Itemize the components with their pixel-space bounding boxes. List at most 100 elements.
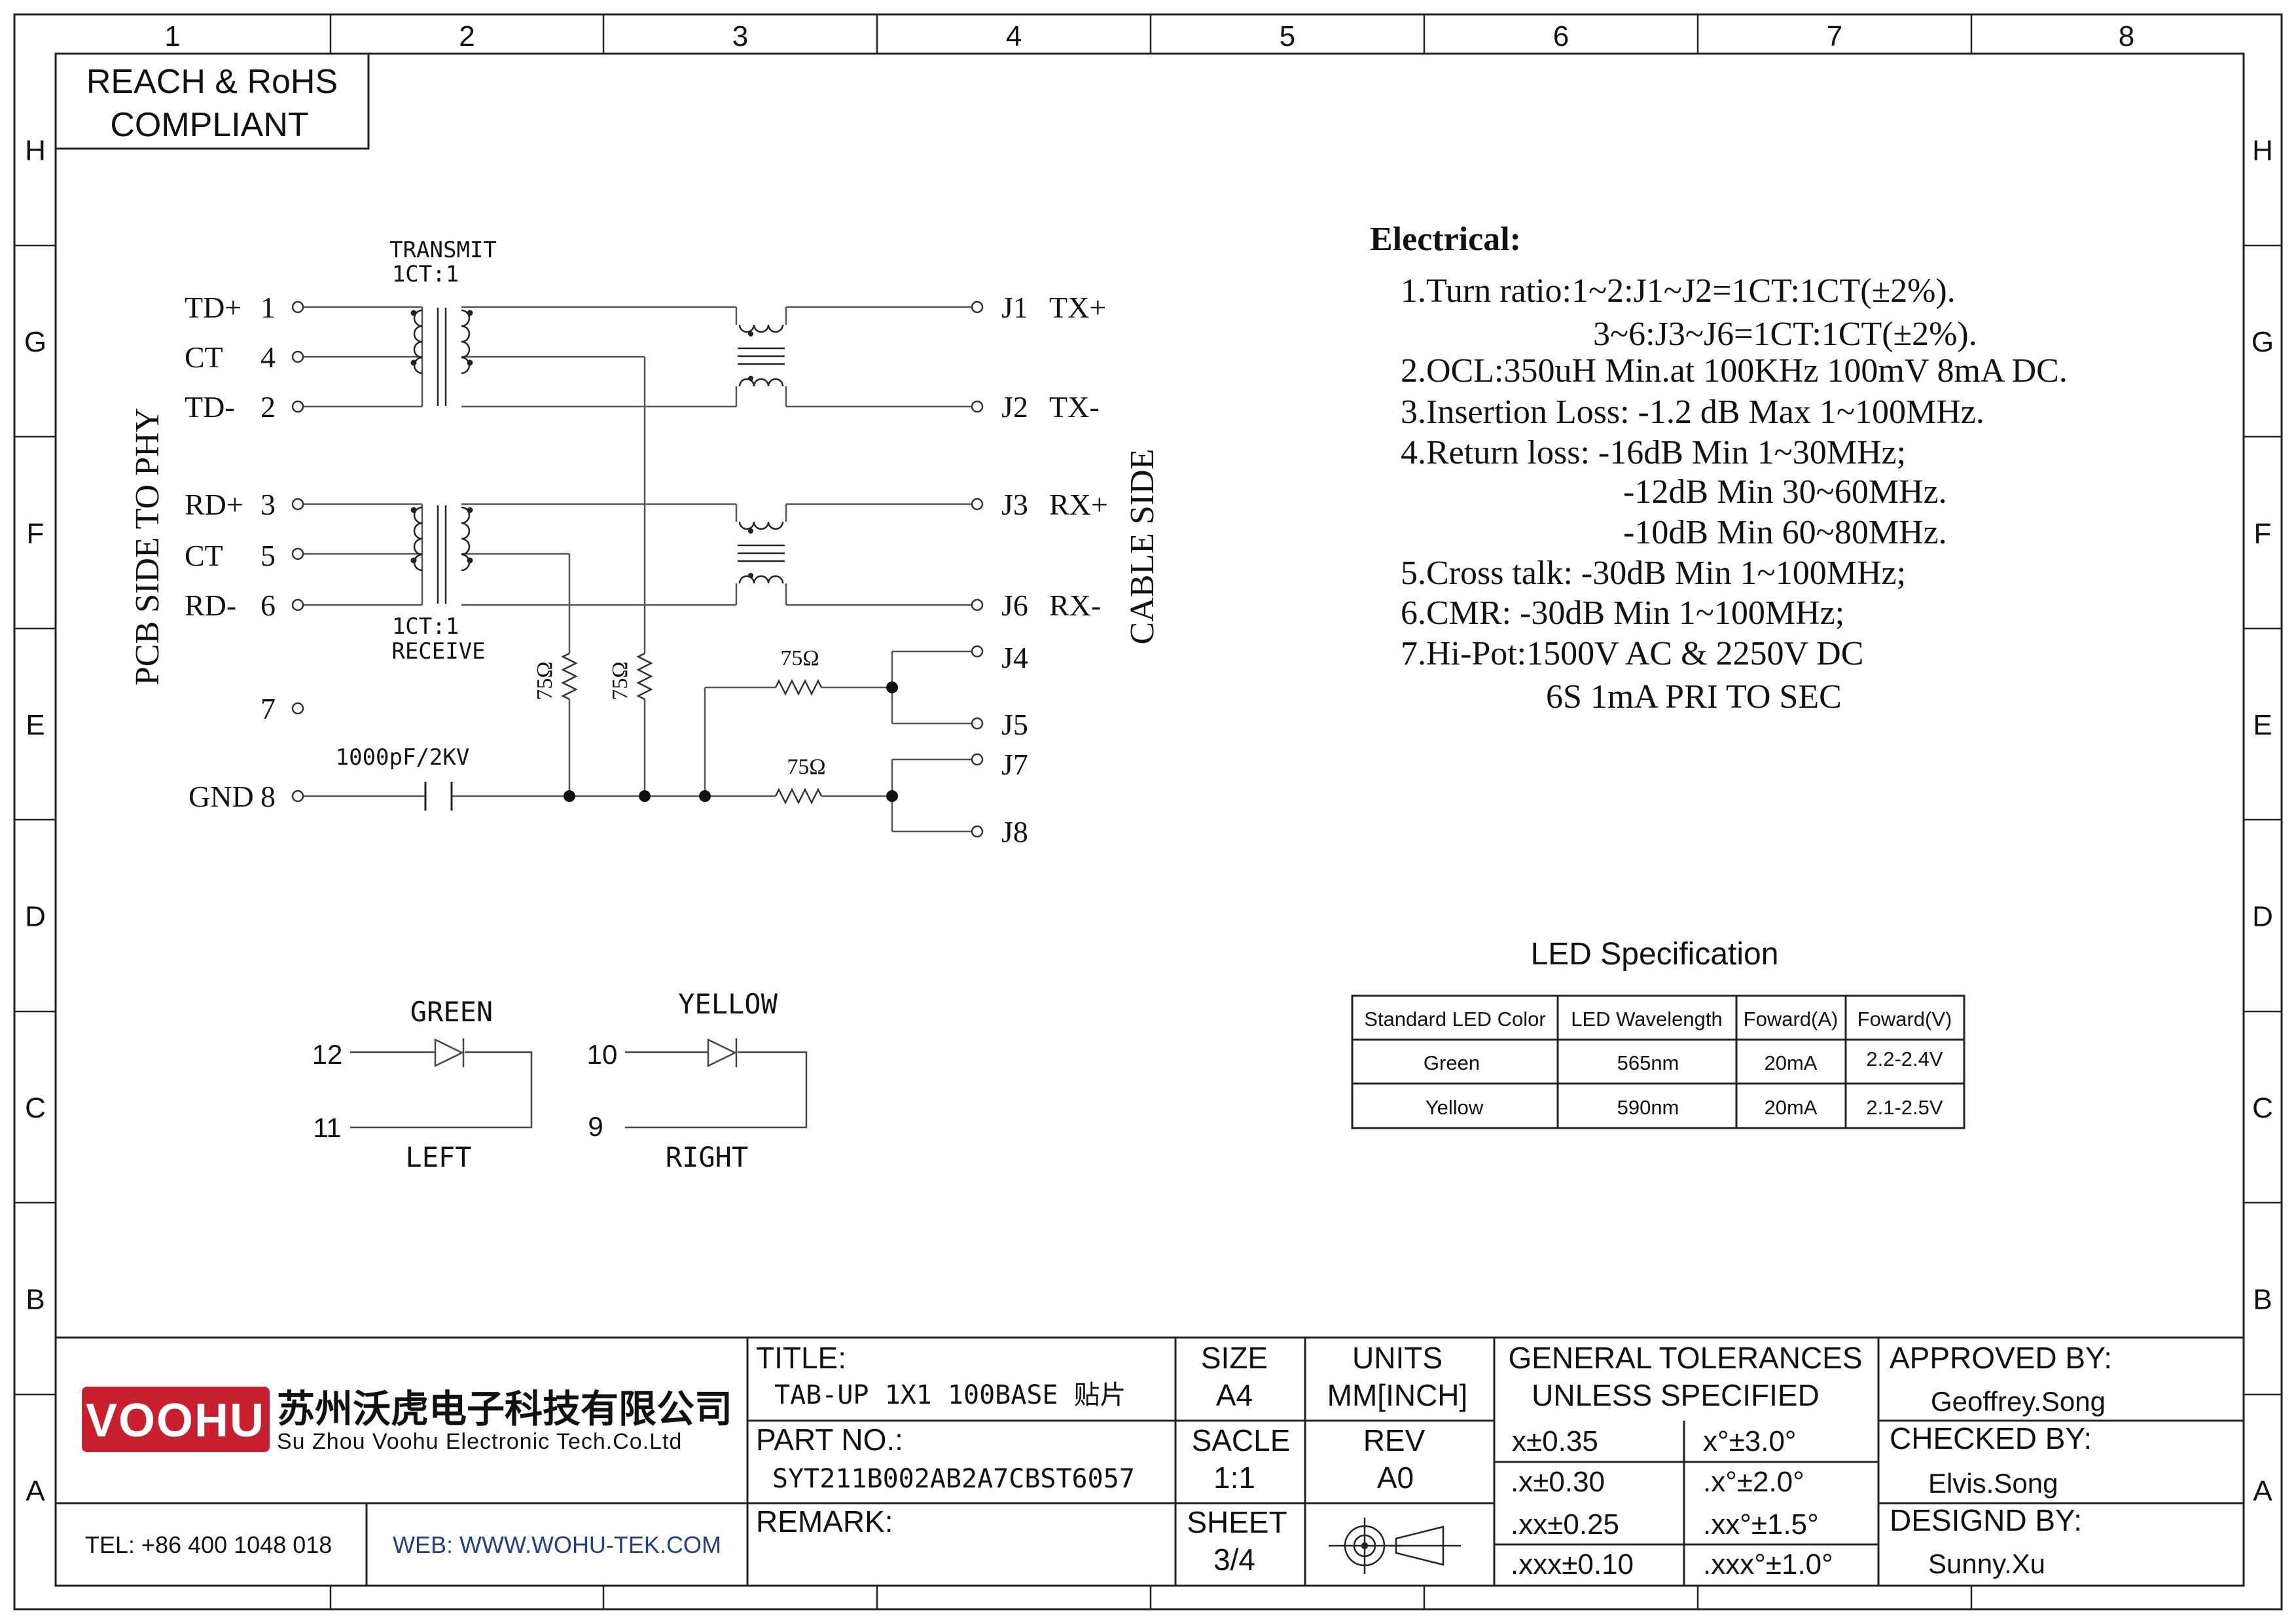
led-yellow-circuit: YELLOW 10 9 RIGHT xyxy=(587,988,808,1173)
voohu-logo-text: VOOHU xyxy=(86,1395,265,1447)
company-name-en: Su Zhou Voohu Electronic Tech.Co.Ltd xyxy=(277,1429,682,1454)
jack-j3-name: RX+ xyxy=(1049,488,1108,521)
jack-j2-number: J2 xyxy=(1001,390,1028,424)
led-green-circuit: GREEN 12 11 LEFT xyxy=(312,996,533,1173)
pin-terminals xyxy=(291,301,984,838)
electrical-line-4: 3.Insertion Loss: -1.2 dB Max 1~100MHz. xyxy=(1401,393,1984,431)
led-spec-cell: Yellow xyxy=(1426,1096,1484,1119)
pin-8-number: 8 xyxy=(260,780,276,813)
magnetics-schematic: PCB SIDE TO PHY CABLE SIDE TRANSMIT 1CT:… xyxy=(129,237,1161,848)
projection-symbol-icon xyxy=(1329,1518,1461,1574)
frame-grid-ticks xyxy=(14,14,2282,1609)
pin-gnd-name: GND xyxy=(188,780,254,813)
size-label: SIZE xyxy=(1201,1341,1268,1375)
frame-row-label-left: D xyxy=(25,901,46,933)
jack-j6-number: J6 xyxy=(1001,589,1028,622)
jack-j1-number: J1 xyxy=(1001,291,1028,324)
receive-ratio-label: 1CT:1 xyxy=(392,613,459,640)
part-no-value: SYT211B002AB2A7CBST6057 xyxy=(772,1464,1135,1494)
pin-td-plus-name: TD+ xyxy=(185,291,242,324)
led-green-pin-b: 11 xyxy=(313,1112,342,1143)
frame-row-label-right: C xyxy=(2252,1092,2273,1124)
led-spec-table: LED Specification Standard LED Color LED… xyxy=(1351,937,1965,1129)
title-label: TITLE: xyxy=(756,1341,846,1375)
frame-row-label-left: B xyxy=(26,1284,45,1316)
remark-label: REMARK: xyxy=(756,1504,893,1539)
frame-column-label: 5 xyxy=(1280,20,1295,52)
led-spec-cell: 20mA xyxy=(1765,1096,1818,1119)
resistors xyxy=(561,652,823,805)
receive-label: RECEIVE xyxy=(391,638,485,665)
frame-row-label-left: C xyxy=(25,1092,46,1124)
led-yellow-label: YELLOW xyxy=(678,988,778,1020)
led-yellow-pin-b: 9 xyxy=(588,1111,603,1142)
frame-row-label-left: H xyxy=(25,135,46,167)
transmit-label: TRANSMIT xyxy=(389,237,497,263)
pin-ct-rx-name: CT xyxy=(185,539,223,572)
general-tolerances-label: GENERAL TOLERANCES xyxy=(1508,1341,1862,1375)
jack-j1-name: TX+ xyxy=(1049,291,1106,324)
website: WEB: WWW.WOHU-TEK.COM xyxy=(393,1531,721,1558)
led-spec-cell: 590nm xyxy=(1617,1096,1679,1119)
frame-row-label-right: H xyxy=(2252,135,2273,167)
pin-6-number: 6 xyxy=(260,589,276,622)
telephone: TEL: +86 400 1048 018 xyxy=(85,1531,332,1558)
tolerance-linear-2: .xx±0.25 xyxy=(1511,1508,1619,1541)
sheet-label: SHEET xyxy=(1187,1505,1287,1539)
frame-row-label-right: G xyxy=(2251,326,2274,358)
led-spec-header-wavelength: LED Wavelength xyxy=(1571,1008,1722,1030)
frame-row-label-right: B xyxy=(2253,1284,2272,1316)
pin-1-number: 1 xyxy=(260,291,276,324)
electrical-line-10: 7.Hi-Pot:1500V AC & 2250V DC xyxy=(1401,635,1863,672)
approved-by-label: APPROVED BY: xyxy=(1890,1341,2112,1375)
led-spec-header-forward-v: Foward(V) xyxy=(1857,1008,1952,1030)
sheet-value: 3/4 xyxy=(1213,1542,1255,1577)
jack-j3-number: J3 xyxy=(1001,488,1028,521)
electrical-line-2: 3~6:J3~J6=1CT:1CT(±2%). xyxy=(1593,316,1977,353)
led-spec-cell: 565nm xyxy=(1617,1051,1679,1074)
jack-j5-number: J5 xyxy=(1001,708,1028,741)
checked-by-label: CHECKED BY: xyxy=(1890,1421,2092,1455)
title-block: VOOHU 苏州沃虎电子科技有限公司 Su Zhou Voohu Electro… xyxy=(56,1336,2244,1586)
electrical-line-5: 4.Return loss: -16dB Min 1~30MHz; xyxy=(1401,434,1906,471)
jack-j8-number: J8 xyxy=(1001,815,1028,848)
units-value: MM[INCH] xyxy=(1327,1378,1468,1412)
scale-value: 1:1 xyxy=(1213,1461,1255,1495)
led-green-label: GREEN xyxy=(410,996,493,1028)
electrical-line-9: 6.CMR: -30dB Min 1~100MHz; xyxy=(1401,594,1844,632)
resistor-2-label: 75Ω xyxy=(608,661,632,700)
pin-7-number: 7 xyxy=(260,692,276,725)
voohu-logo: VOOHU xyxy=(82,1387,270,1452)
pin-rd-plus-name: RD+ xyxy=(185,488,243,521)
tolerance-linear-3: .xxx±0.10 xyxy=(1511,1548,1634,1580)
led-spec-header-color: Standard LED Color xyxy=(1364,1008,1545,1030)
frame-row-label-left: G xyxy=(24,326,46,358)
transmit-ratio-label: 1CT:1 xyxy=(392,261,459,287)
frame-column-label: 2 xyxy=(459,20,475,52)
jack-j7-number: J7 xyxy=(1001,748,1028,781)
electrical-line-6: -12dB Min 30~60MHz. xyxy=(1623,473,1947,511)
frame-row-label-left: E xyxy=(26,709,45,741)
tolerance-angular-1: .x°±2.0° xyxy=(1703,1466,1804,1498)
pin-ct-tx-name: CT xyxy=(185,340,223,374)
jack-j2-name: TX- xyxy=(1049,390,1100,424)
compliance-line-2: COMPLIANT xyxy=(110,106,308,144)
led-spec-cell: 2.1-2.5V xyxy=(1866,1096,1943,1119)
approved-by-value: Geoffrey.Song xyxy=(1931,1386,2106,1417)
cable-side-label: CABLE SIDE xyxy=(1124,449,1161,645)
frame-column-label: 1 xyxy=(164,20,180,52)
frame-row-label-right: F xyxy=(2254,518,2272,550)
led-spec-cell: 20mA xyxy=(1765,1051,1818,1074)
pin-3-number: 3 xyxy=(260,488,276,521)
tolerance-linear-1: .x±0.30 xyxy=(1511,1466,1605,1498)
frame-column-label: 8 xyxy=(2119,20,2134,52)
electrical-line-3: 2.OCL:350uH Min.at 100KHz 100mV 8mA DC. xyxy=(1401,352,2068,390)
checked-by-value: Elvis.Song xyxy=(1928,1468,2058,1499)
pin-5-number: 5 xyxy=(260,539,276,572)
compliance-box: REACH & RoHS COMPLIANT xyxy=(54,52,370,150)
rev-label: REV xyxy=(1363,1423,1426,1457)
frame-row-label-left: F xyxy=(27,518,45,550)
